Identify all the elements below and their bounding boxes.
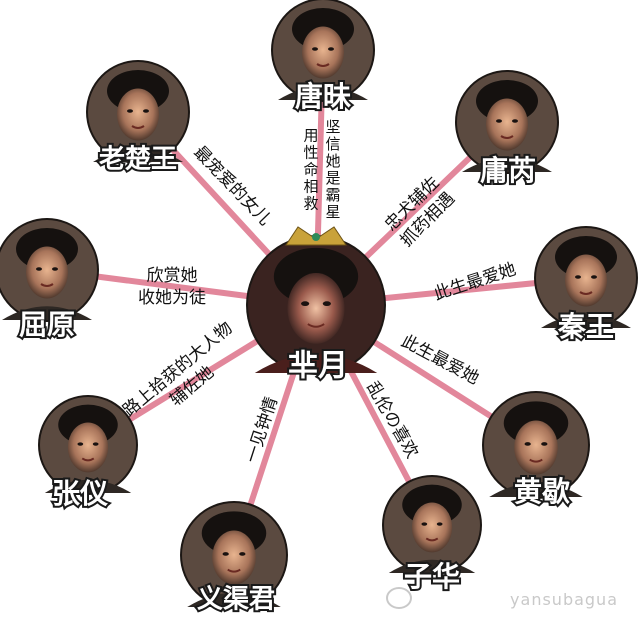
watermark-icon: [386, 587, 412, 609]
portrait-zihua: [382, 475, 482, 575]
portrait-yiqujun: [180, 501, 288, 609]
portrait-qinwang: [534, 226, 638, 330]
svg-text:命: 命: [303, 161, 318, 179]
name-quyuan: 屈原: [19, 308, 75, 341]
svg-text:是: 是: [325, 169, 340, 187]
name-yiqujun: 义渠君: [197, 585, 275, 615]
relation-label-huangxie: 此生最爱她: [398, 331, 482, 389]
name-yongrui: 庸芮: [480, 154, 536, 187]
portrait-zhangyi: [38, 395, 138, 495]
svg-text:用: 用: [303, 127, 318, 145]
name-laochuwang: 老楚王: [99, 145, 177, 175]
svg-text:她: 她: [325, 152, 340, 170]
name-center: 芈月: [288, 349, 348, 384]
svg-text:星: 星: [325, 203, 340, 221]
name-tangmei: 唐昧: [295, 80, 352, 113]
svg-text:此生最爱她: 此生最爱她: [398, 331, 482, 389]
svg-text:收她为徒: 收她为徒: [138, 288, 206, 308]
name-qinwang: 秦王: [557, 310, 614, 343]
svg-text:霸: 霸: [325, 186, 340, 204]
svg-text:信: 信: [325, 135, 340, 153]
portrait-tangmei: [271, 0, 375, 102]
name-huangxie: 黄歇: [514, 475, 570, 508]
portrait-laochuwang: [86, 60, 190, 164]
name-zihua: 子华: [404, 560, 460, 593]
svg-text:性: 性: [303, 144, 318, 162]
relation-label-qinwang: 此生最爱她: [431, 259, 518, 304]
svg-text:救: 救: [303, 195, 318, 213]
svg-text:相: 相: [303, 178, 318, 196]
name-zhangyi: 张仪: [52, 477, 109, 510]
svg-text:此生最爱她: 此生最爱她: [431, 259, 518, 304]
portrait-quyuan: [0, 218, 99, 322]
portrait-huangxie: [482, 391, 590, 499]
portrait-yongrui: [455, 70, 559, 174]
svg-text:坚: 坚: [325, 118, 340, 136]
portrait-center: [246, 226, 386, 375]
svg-text:欣赏她: 欣赏她: [147, 266, 198, 286]
watermark: yansubagua: [510, 590, 618, 609]
